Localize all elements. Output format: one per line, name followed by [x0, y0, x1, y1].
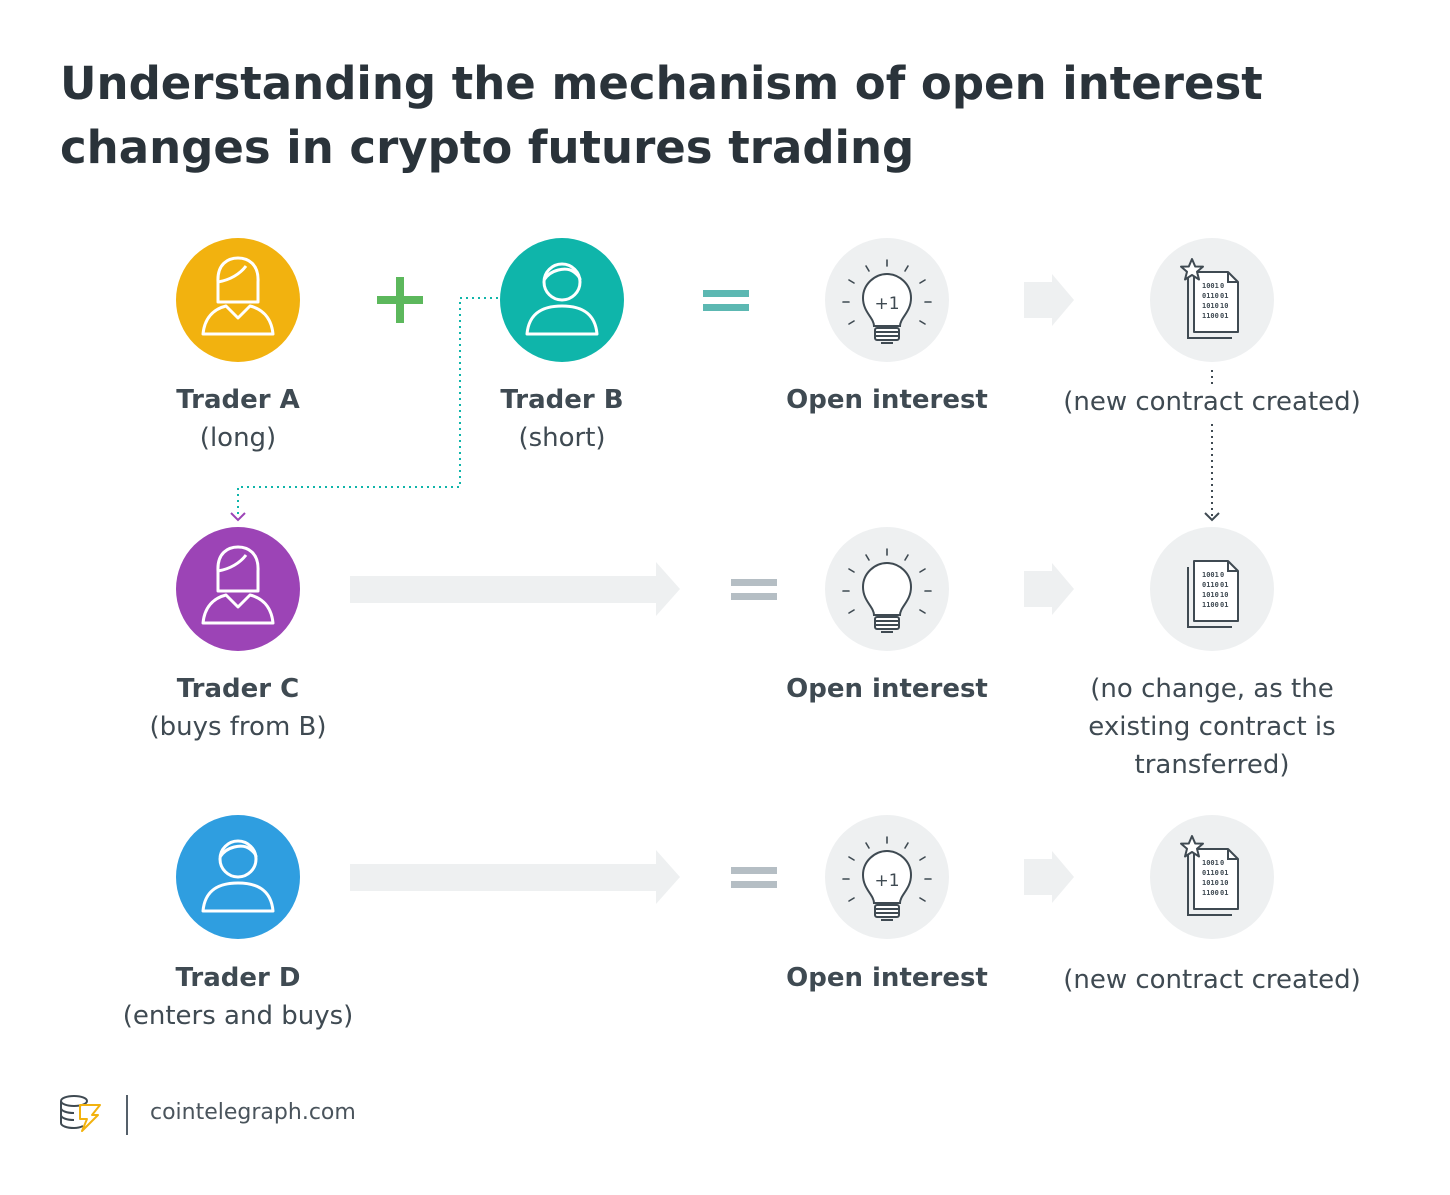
open-interest-icon-row1: +1 — [825, 238, 949, 362]
open-interest-icon-row3: +1 — [825, 815, 949, 939]
arrow-right-icon — [1024, 274, 1074, 326]
trader-b-avatar — [500, 238, 624, 362]
contract-icon-row1 — [1150, 238, 1274, 362]
footer-divider — [126, 1095, 128, 1135]
open-interest-label-row1: Open interest — [786, 385, 988, 415]
open-interest-badge: +1 — [874, 294, 899, 314]
equals-icon — [731, 867, 777, 888]
page-title: Understanding the mechanism of open inte… — [60, 52, 1360, 180]
connector-b-to-c — [237, 297, 498, 514]
trader-d-name: Trader D — [175, 963, 301, 993]
contract-icon-row3 — [1150, 815, 1274, 939]
open-interest-label-row3: Open interest — [786, 963, 988, 993]
trader-a-role: (long) — [199, 423, 277, 453]
trader-c-name: Trader C — [176, 674, 300, 704]
title-line-2: changes in crypto futures trading — [60, 121, 915, 174]
connector-down-arrowhead-icon — [1204, 512, 1220, 522]
trader-a-circle — [176, 238, 300, 362]
trader-a-name: Trader A — [176, 385, 300, 415]
open-interest-badge: +1 — [874, 871, 899, 891]
document-icon — [1187, 271, 1239, 339]
cointelegraph-logo-icon — [60, 1095, 101, 1132]
contract-label-row1: (new contract created) — [1063, 387, 1361, 417]
trader-b-name: Trader B — [500, 385, 624, 415]
connector-arrowhead-icon — [230, 512, 246, 522]
trader-b-label: Trader B (short) — [462, 381, 662, 457]
trader-c-role: (buys from B) — [149, 712, 327, 742]
trader-a-label: Trader A (long) — [138, 381, 338, 457]
contract-label-row2: (no change, as the existing contract is … — [1088, 674, 1336, 780]
long-arrow-row3 — [350, 850, 680, 904]
arrow-right-icon — [1024, 563, 1074, 615]
trader-d-role: (enters and buys) — [122, 1001, 354, 1031]
arrow-right-icon — [1024, 851, 1074, 903]
trader-d-label: Trader D (enters and buys) — [108, 959, 368, 1035]
document-icon — [1187, 560, 1239, 628]
long-arrow-row2 — [350, 562, 680, 616]
plus-icon — [377, 277, 423, 323]
contract-label-row3: (new contract created) — [1063, 965, 1361, 995]
open-interest-label-row2: Open interest — [786, 674, 988, 704]
equals-icon — [731, 579, 777, 600]
trader-d-avatar — [176, 815, 300, 939]
title-line-1: Understanding the mechanism of open inte… — [60, 57, 1263, 110]
equals-icon — [703, 290, 749, 311]
trader-c-label: Trader C (buys from B) — [118, 670, 358, 746]
trader-c-avatar — [176, 527, 300, 651]
trader-b-role: (short) — [518, 423, 606, 453]
trader-a-avatar — [176, 238, 300, 362]
open-interest-icon-row2 — [825, 527, 949, 651]
contract-icon-row2 — [1150, 527, 1274, 651]
trader-c-circle — [176, 527, 300, 651]
document-icon — [1187, 848, 1239, 916]
footer-site: cointelegraph.com — [150, 1100, 356, 1125]
